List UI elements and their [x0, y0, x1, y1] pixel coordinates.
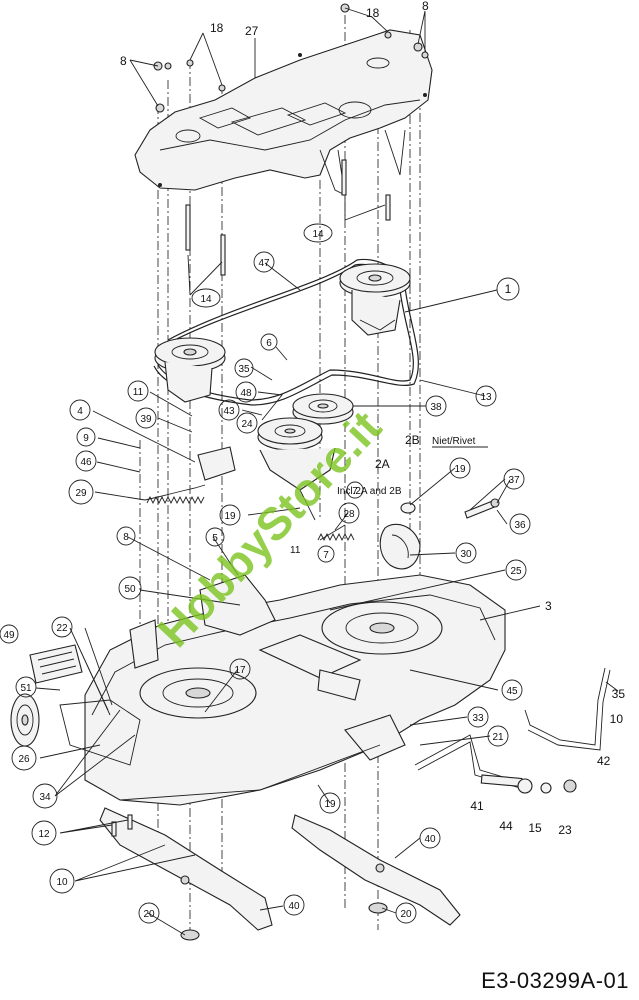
callout-19b: 19: [224, 511, 236, 522]
callout-10a: 10: [610, 712, 624, 726]
lift-rod: [414, 667, 611, 794]
callout-43: 43: [223, 406, 235, 417]
drive-belt: [153, 258, 419, 406]
callout-18a: 18: [210, 21, 224, 35]
callout-14a: 14: [312, 229, 324, 240]
right-hardware: [379, 498, 500, 570]
callout-48: 48: [240, 388, 252, 399]
blade-left: [99, 807, 273, 931]
callout-20a: 20: [143, 909, 155, 920]
callout-37: 37: [508, 475, 520, 486]
callout-5: 5: [212, 533, 218, 544]
callout-38: 38: [430, 402, 442, 413]
callout-28: 28: [343, 509, 355, 520]
callout-7b: 7: [323, 550, 329, 561]
callout-44: 44: [499, 819, 513, 833]
callout-15: 15: [528, 821, 542, 835]
callout-23: 23: [558, 823, 572, 837]
callout-11b: 11: [290, 545, 301, 556]
callout-41: 41: [470, 799, 484, 813]
callout-20b: 20: [400, 909, 412, 920]
callout-40b: 40: [288, 901, 300, 912]
callout-25: 25: [510, 566, 522, 577]
bracket-and-spring: [144, 446, 236, 505]
rivet-note: Niet/Rivet: [432, 436, 476, 447]
callout-22: 22: [56, 623, 68, 634]
callout-2b: 2B: [405, 433, 420, 447]
callout-8c: 8: [123, 532, 129, 543]
blade-nuts: [180, 902, 388, 941]
bolts-12: [111, 814, 133, 837]
incl-note: Incl.2A and 2B: [337, 486, 402, 497]
callout-36: 36: [514, 520, 526, 531]
spindle-pulley-left: [154, 337, 226, 403]
callout-34: 34: [39, 792, 51, 803]
callout-33: 33: [472, 713, 484, 724]
callout-39: 39: [140, 414, 152, 425]
spring-28: [317, 532, 355, 542]
decal-49: [29, 644, 83, 684]
callout-46: 46: [80, 457, 92, 468]
leader-lines: [35, 7, 619, 936]
callout-19c: 19: [324, 799, 336, 810]
callout-17: 17: [234, 665, 246, 676]
callout-21: 21: [492, 732, 504, 743]
callout-24: 24: [241, 419, 253, 430]
callout-13: 13: [480, 392, 492, 403]
callout-4: 4: [77, 406, 83, 417]
callout-3: 3: [545, 599, 552, 613]
callout-45: 45: [506, 686, 518, 697]
callout-11a: 11: [133, 387, 144, 398]
callout-26: 26: [18, 754, 30, 765]
callout-29: 29: [75, 488, 87, 499]
callout-40a: 40: [424, 834, 436, 845]
callout-35a: 35: [238, 364, 250, 375]
callout-50: 50: [124, 584, 136, 595]
callout-6: 6: [266, 338, 272, 349]
idler-pulley: [292, 393, 354, 425]
callout-35b: 35: [612, 687, 626, 701]
callout-8b: 8: [422, 0, 429, 13]
idler-arm-pulley: [257, 417, 336, 521]
callout-14b: 14: [200, 294, 212, 305]
callout-47: 47: [258, 258, 270, 269]
callout-12: 12: [38, 829, 50, 840]
spindle-pulley-right: [339, 263, 411, 336]
callout-10b: 10: [56, 877, 68, 888]
callout-1: 1: [505, 282, 512, 296]
callout-19a: 19: [454, 464, 466, 475]
document-id: E3-03299A-01: [481, 968, 629, 993]
belt-cover: [134, 29, 433, 196]
callout-49: 49: [3, 630, 15, 641]
callout-18b: 18: [366, 6, 380, 20]
callout-30: 30: [460, 549, 472, 560]
blade-right: [291, 814, 461, 926]
callout-8a: 8: [120, 54, 127, 68]
callouts: 1 18 18 27 8 8 14 14 47 6 35 11 48 13 4 …: [0, 0, 626, 924]
mower-deck: [59, 574, 506, 806]
callout-51: 51: [20, 683, 32, 694]
pins: [185, 159, 391, 296]
callout-42: 42: [597, 754, 611, 768]
callout-7: 7: [352, 486, 358, 497]
anti-scalp-wheel-left: [10, 693, 40, 747]
callout-27: 27: [245, 24, 259, 38]
callout-2a: 2A: [375, 457, 390, 471]
callout-9: 9: [83, 433, 89, 444]
